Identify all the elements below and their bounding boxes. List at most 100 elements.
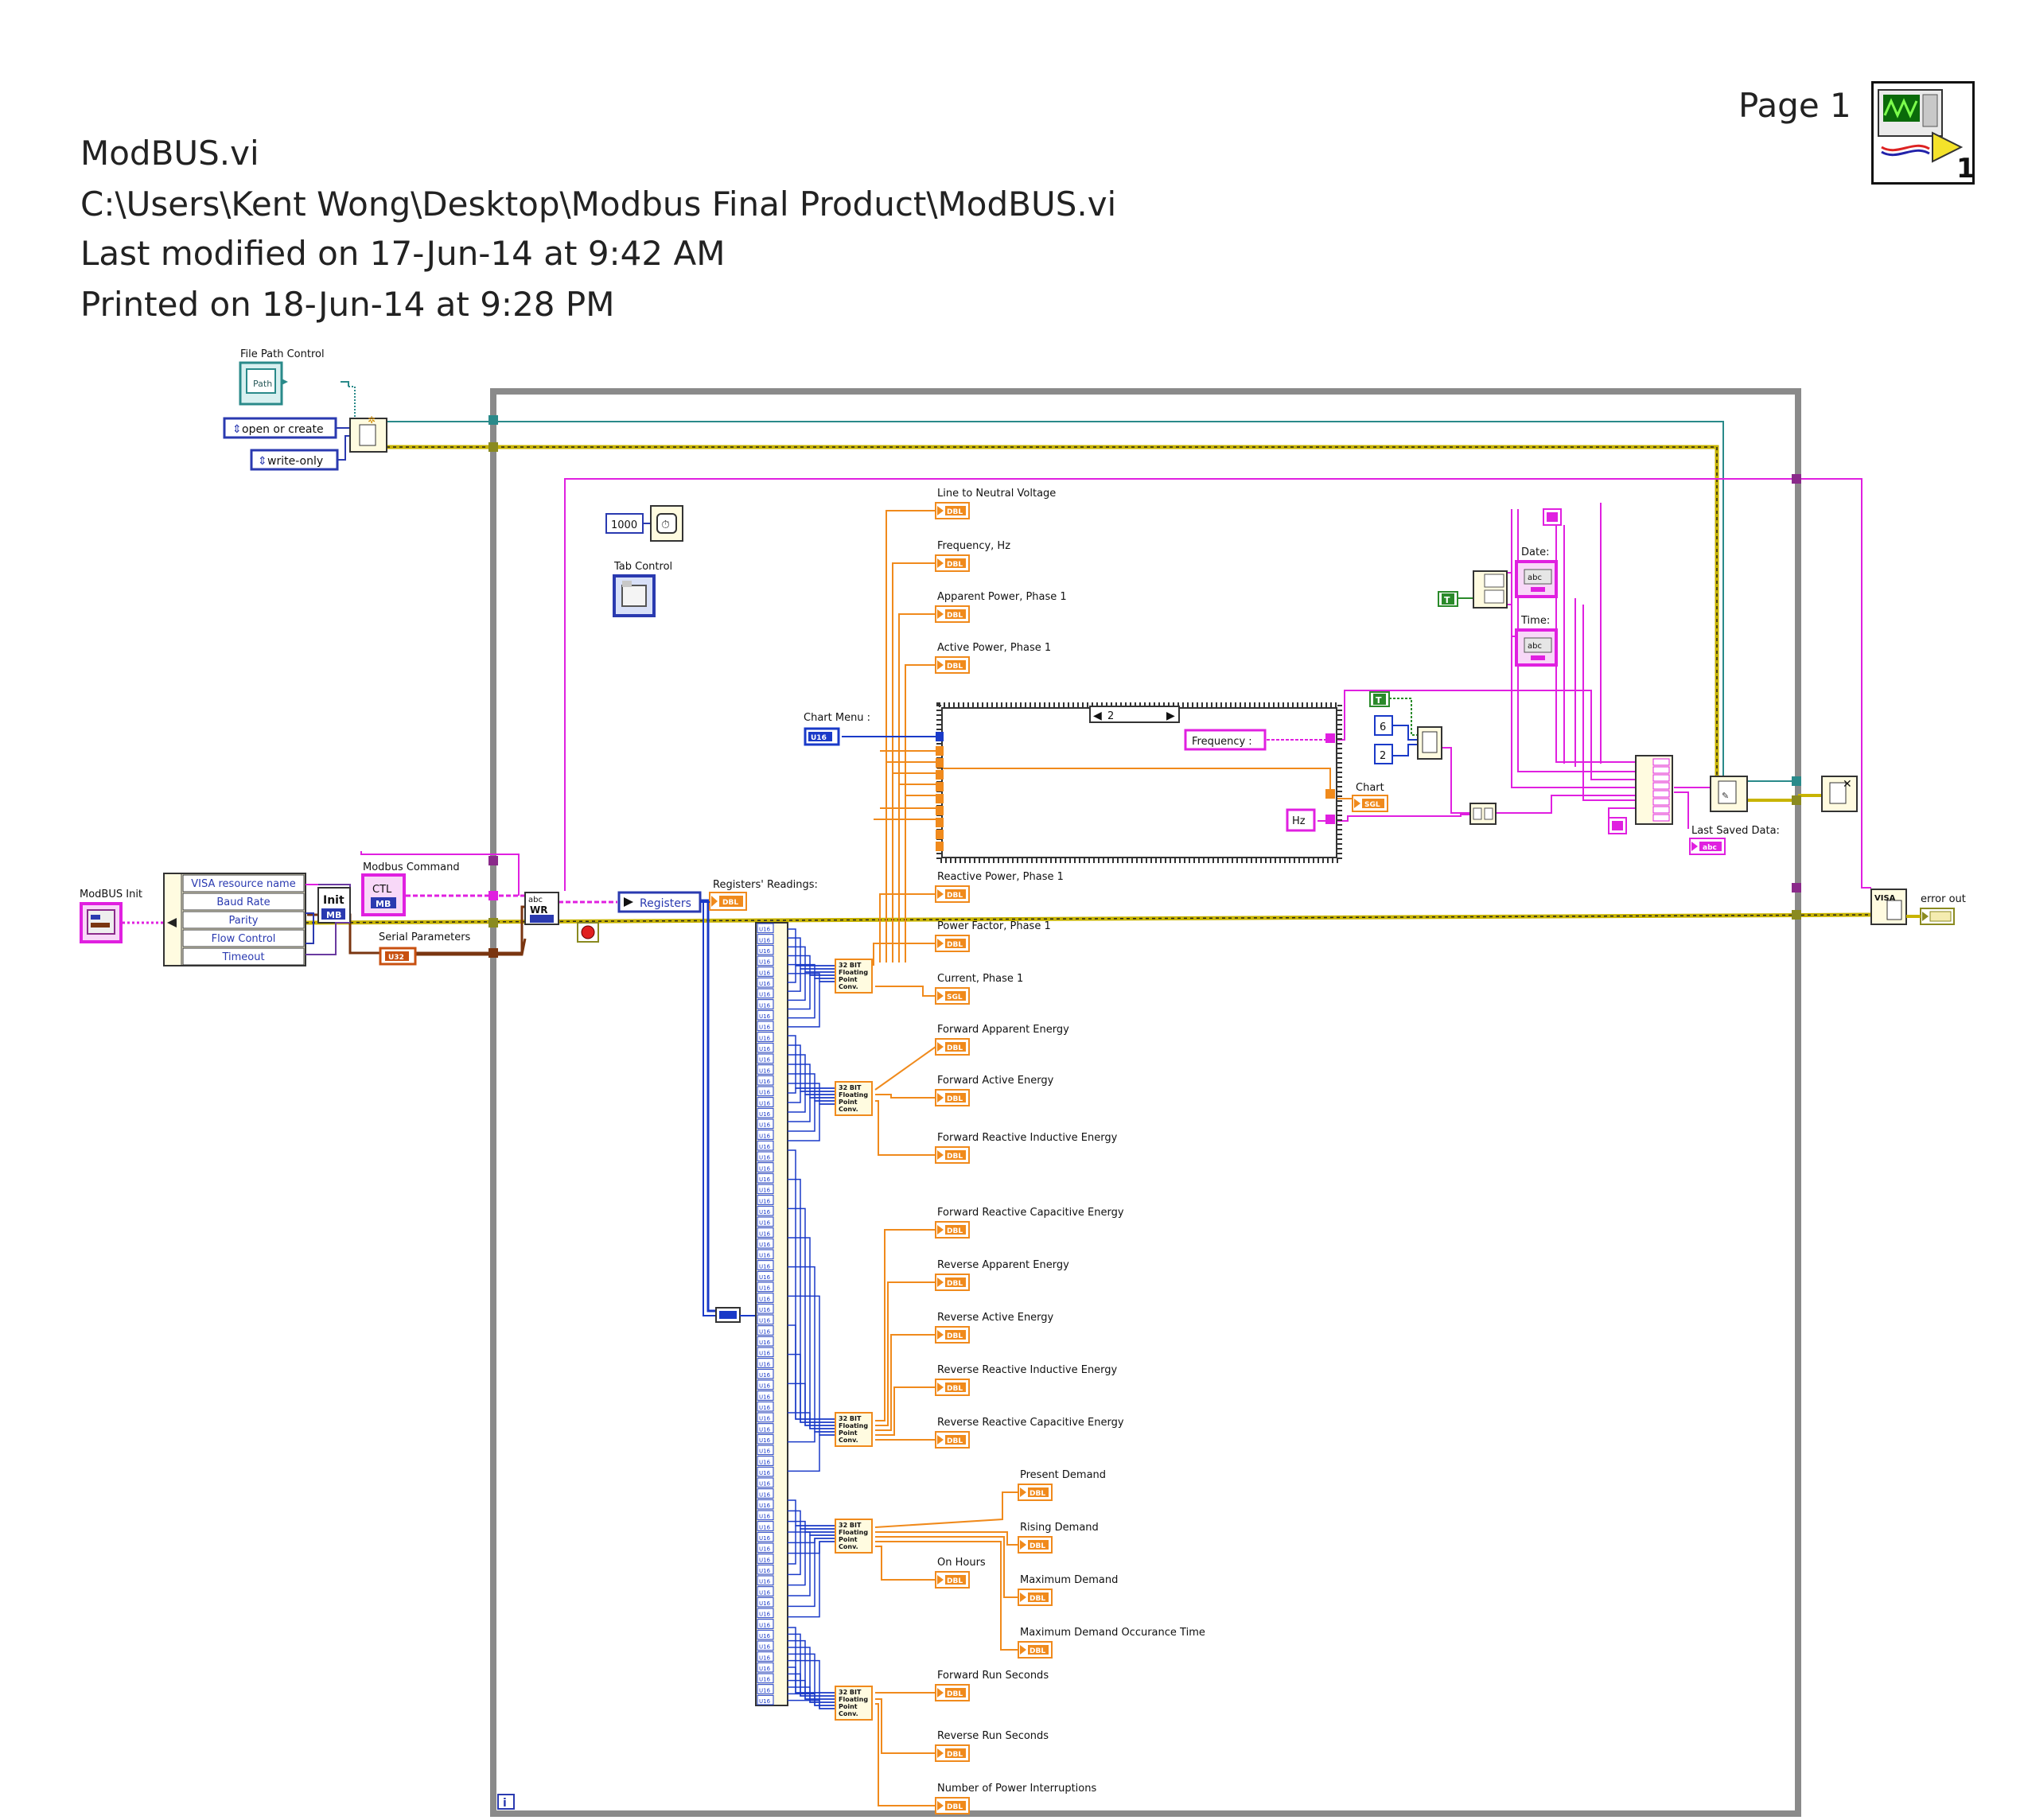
visa-close-function[interactable]: VISA [1870, 889, 1907, 925]
index-element-badge: U16 [759, 1188, 771, 1194]
number-to-string-function[interactable] [1417, 726, 1442, 760]
write-to-file-function[interactable]: ✎ [1710, 776, 1748, 812]
open-file-function[interactable]: ✲ [349, 414, 387, 453]
build-string-array-node[interactable] [1635, 755, 1673, 825]
index-element [757, 966, 774, 977]
index-element [757, 1412, 774, 1423]
index-element [757, 1586, 774, 1596]
register-wire [788, 1693, 835, 1706]
index-element [757, 1477, 774, 1488]
index-element-badge: U16 [759, 1318, 771, 1324]
wait-ms-function[interactable]: ⏱ [650, 505, 683, 542]
index-element-badge: U16 [759, 1383, 771, 1390]
case-selector-tunnel [936, 732, 944, 741]
cluster-item[interactable]: Flow Control [182, 929, 305, 947]
index-element-badge: U16 [759, 1198, 771, 1204]
cluster-item[interactable]: Parity [182, 911, 305, 929]
cluster-item[interactable]: Baud Rate [182, 892, 305, 911]
serial-parameters-control[interactable]: U32 [379, 947, 417, 966]
index-element [757, 1466, 774, 1477]
index-element-badge: U16 [759, 1328, 771, 1335]
index-element [757, 1151, 774, 1162]
modbus-write-read-vi[interactable]: abc WR [524, 892, 559, 925]
index-element [757, 1064, 774, 1075]
index-element [757, 1118, 774, 1130]
index-element-badge: U16 [759, 1437, 771, 1444]
cluster-item[interactable]: Timeout [182, 947, 305, 966]
index-element [757, 1270, 774, 1281]
index-element [757, 1542, 774, 1554]
index-element-badge: U16 [759, 1622, 771, 1628]
float-conv-text: Conv. [839, 1106, 858, 1113]
case-in-tunnel [936, 818, 944, 827]
build-array-slot [1652, 790, 1670, 798]
string-constant-top[interactable] [1543, 508, 1562, 526]
index-element-badge: U16 [759, 1612, 771, 1618]
error-out-indicator [1920, 908, 1955, 925]
frequency-string-constant[interactable]: Frequency : [1184, 729, 1267, 751]
file-path-control[interactable]: Path [239, 361, 288, 406]
tab-control-indicator[interactable] [613, 574, 656, 617]
indicator-label: Active Power, Phase 1 [937, 642, 1051, 654]
float-conv-text: Conv. [839, 1710, 858, 1717]
concatenate-function[interactable] [1469, 803, 1497, 825]
open-or-create-constant[interactable]: ⇕ open or create [223, 417, 337, 439]
time-label: Time: [1520, 615, 1550, 627]
index-element [757, 1238, 774, 1249]
write-only-constant[interactable]: ⇕ write-only [250, 449, 339, 471]
index-array-node[interactable]: U16U16U16U16U16U16U16U16U16U16U16U16U16U… [755, 922, 788, 1706]
cluster-item[interactable]: VISA resource name [182, 874, 305, 892]
index-element [757, 1433, 774, 1445]
hz-string-constant[interactable]: Hz [1286, 808, 1316, 832]
case-selector[interactable]: ◀ 2 ▶ [1089, 706, 1180, 723]
index-element [757, 988, 774, 999]
svg-text:abc: abc [1703, 844, 1717, 852]
register-wire [788, 1353, 835, 1423]
modbus-init-control[interactable] [80, 902, 123, 943]
modbus-init-vi[interactable]: Init MB [317, 887, 351, 924]
indicator-type: DBL [947, 1690, 963, 1698]
number-2-constant[interactable]: 2 [1374, 744, 1393, 764]
string-constant-bottom[interactable] [1608, 817, 1627, 834]
visa-badge: VISA [1874, 894, 1896, 903]
indicator-type: DBL [947, 1803, 963, 1811]
index-element [757, 1195, 774, 1205]
case-selector-value: 2 [1107, 710, 1114, 722]
float-conv-text: Point [839, 1099, 858, 1106]
registers-constant[interactable]: Registers [617, 891, 702, 913]
indicator-label: Reverse Reactive Capacitive Energy [937, 1417, 1124, 1429]
svg-text:✲: ✲ [368, 414, 376, 426]
indicator-type: DBL [947, 941, 963, 949]
modbus-command-label: Modbus Command [363, 861, 460, 873]
case-out-tunnel-dbl [1325, 789, 1335, 799]
close-file-function[interactable]: ✕ [1821, 776, 1858, 812]
case-out-tunnel-string-2 [1325, 815, 1335, 824]
true-constant-1[interactable]: T [1369, 691, 1390, 707]
true-constant-2[interactable]: T [1438, 591, 1458, 607]
stop-button[interactable] [577, 922, 599, 943]
modbus-command-control[interactable]: CTL MB [361, 873, 406, 916]
index-element [757, 1629, 774, 1640]
ctl-mb-badge: MB [376, 899, 391, 909]
index-element [757, 955, 774, 966]
chart-menu-control[interactable]: U16 [804, 727, 840, 746]
wait-constant[interactable]: 1000 [605, 513, 644, 534]
number-6-constant[interactable]: 6 [1374, 715, 1393, 736]
format-date-time-function[interactable] [1473, 570, 1508, 609]
index-element-badge: U16 [759, 1568, 771, 1574]
index-element-badge: U16 [759, 1220, 771, 1227]
indicator-type: DBL [947, 1280, 963, 1288]
case-in-tunnel [936, 758, 944, 768]
index-element-badge: U16 [759, 1470, 771, 1476]
index-element-badge: U16 [759, 1449, 771, 1455]
